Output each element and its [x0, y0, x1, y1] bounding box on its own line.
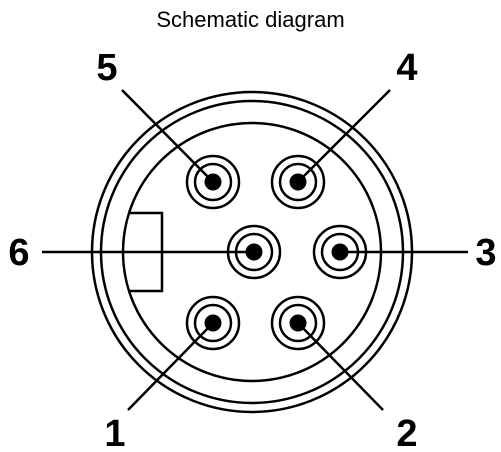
contact-pin-4	[270, 154, 326, 210]
leader-line-pin-5	[121, 89, 214, 183]
contact-pin-5	[185, 154, 241, 210]
leader-line-pin-1	[127, 322, 214, 411]
contact-pin-6	[226, 224, 282, 280]
pin-label-3: 3	[475, 232, 496, 274]
diagram-title: Schematic diagram	[156, 7, 345, 32]
leader-line-pin-4	[297, 89, 391, 183]
contacts	[185, 154, 368, 351]
contact-pin-2	[270, 295, 326, 351]
pin-label-2: 2	[396, 413, 417, 452]
contact-pin-3	[312, 224, 368, 280]
leader-lines	[42, 89, 468, 411]
pin-label-6: 6	[8, 232, 29, 274]
leader-line-pin-2	[297, 322, 384, 411]
pin-label-1: 1	[104, 413, 125, 452]
pin-label-4: 4	[396, 47, 417, 89]
contact-pin-1	[185, 295, 241, 351]
pin-label-5: 5	[96, 47, 117, 89]
pin-labels: 5 4 6 3 1 2	[8, 47, 496, 452]
